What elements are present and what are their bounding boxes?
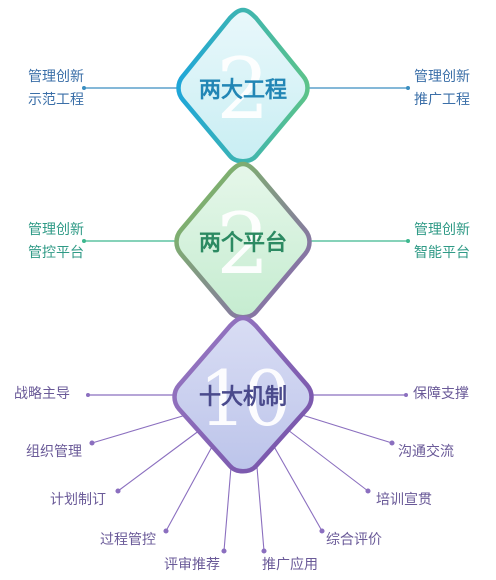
connector-dot (404, 393, 408, 397)
big-number-watermark: 2 (216, 40, 269, 138)
connector-dot (406, 86, 410, 90)
fan-lines (89, 414, 395, 554)
label-right-section-2: 管理创新 智能平台 (414, 219, 484, 265)
label-promote-apply: 推广应用 (262, 557, 318, 573)
big-number-watermark: 2 (216, 195, 269, 293)
connector-dot (86, 393, 90, 397)
label-training-publicity: 培训宣贯 (376, 492, 432, 508)
label-plan-making: 计划制订 (50, 492, 106, 508)
diamond-two-platforms: 2 (174, 161, 312, 320)
label-right-section-1: 管理创新 推广工程 (414, 66, 484, 112)
label-line: 管控平台 (28, 245, 84, 261)
label-process-control: 过程管控 (100, 532, 156, 548)
section-title: 十大机制 (199, 385, 287, 410)
label-communication: 沟通交流 (398, 444, 454, 460)
label-comprehensive-eval: 综合评价 (326, 532, 382, 548)
section-title: 两个平台 (199, 230, 287, 256)
diamond-two-projects: 2 (176, 7, 310, 164)
label-strategy-lead: 战略主导 (14, 386, 70, 402)
connector-dot (406, 239, 410, 243)
label-guarantee-support: 保障支撑 (413, 386, 469, 402)
connector-dot (82, 86, 86, 90)
connector-dot (82, 239, 86, 243)
diamond-ten-mechanisms: 10 (172, 315, 314, 474)
label-line: 智能平台 (414, 245, 470, 261)
label-organization-management: 组织管理 (26, 444, 82, 460)
label-left-section-1: 管理创新 示范工程 (14, 66, 84, 112)
label-line: 管理创新 (28, 222, 84, 238)
label-line: 管理创新 (414, 222, 470, 238)
label-line: 示范工程 (28, 92, 84, 108)
label-line: 管理创新 (414, 69, 470, 85)
label-review-recommend: 评审推荐 (164, 557, 220, 573)
big-number-watermark: 10 (199, 354, 288, 443)
section-title: 两大工程 (199, 78, 287, 103)
label-line: 管理创新 (28, 69, 84, 85)
label-left-section-2: 管理创新 管控平台 (14, 219, 84, 265)
label-line: 推广工程 (414, 92, 470, 108)
